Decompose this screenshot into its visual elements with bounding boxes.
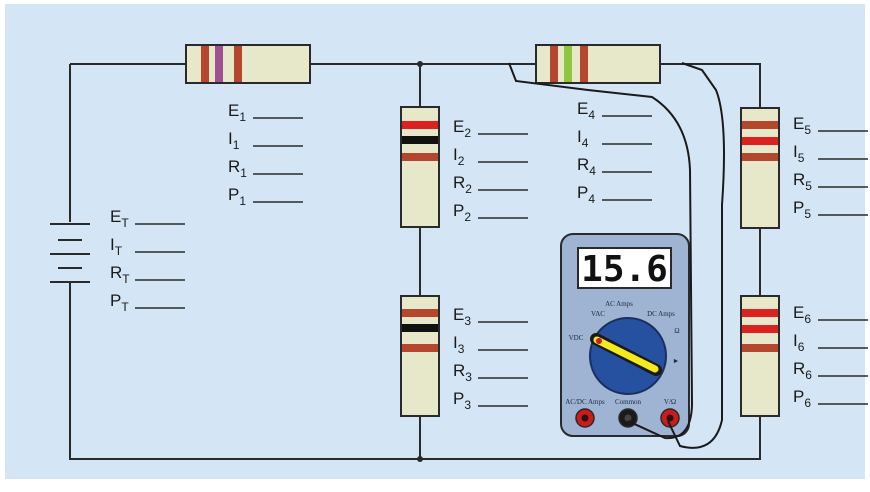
multimeter-display-frame bbox=[577, 247, 672, 289]
dial-label-vdc: VDC bbox=[569, 334, 584, 342]
quantity-label-i-1: I1 bbox=[228, 129, 240, 152]
resistor-4-band-1 bbox=[550, 46, 558, 82]
dial-label-ohm: Ω bbox=[674, 327, 679, 335]
junction-bottom bbox=[417, 456, 423, 462]
selector-dial[interactable] bbox=[589, 317, 667, 395]
right-bottom-wire bbox=[69, 228, 761, 460]
resistor-6-band-2 bbox=[742, 325, 778, 333]
dial-pointer bbox=[593, 336, 659, 373]
quantity-label-e-3: E3 bbox=[453, 305, 471, 328]
quantity-label-p-6: P6 bbox=[793, 387, 811, 410]
quantity-label-r-t: RT bbox=[110, 263, 130, 286]
black-test-lead bbox=[508, 62, 694, 440]
dial-label-ac-amps: AC Amps bbox=[605, 300, 633, 308]
quantity-label-p-3: P3 bbox=[453, 389, 471, 412]
resistor-6-band-1 bbox=[742, 309, 778, 317]
resistor-4-band-3 bbox=[580, 46, 588, 82]
resistor-2-band-1 bbox=[402, 121, 438, 129]
quantity-label-e-2: E2 bbox=[453, 117, 471, 140]
quantity-label-e-5: E5 bbox=[793, 114, 811, 137]
resistor-6[interactable] bbox=[740, 295, 780, 417]
resistor-5-band-1 bbox=[742, 121, 778, 129]
dial-label-diode: ► bbox=[673, 357, 680, 365]
dial-label-dc-amps: DC Amps bbox=[647, 310, 675, 318]
quantity-label-i-3: I3 bbox=[453, 333, 465, 356]
circuit-wires bbox=[69, 63, 761, 460]
resistor-2-band-2 bbox=[402, 136, 438, 144]
resistor-2-band-3 bbox=[402, 153, 438, 161]
dial-pointer-tip bbox=[596, 338, 602, 344]
multimeter-display: 15.6 bbox=[581, 249, 668, 290]
quantity-label-e-t: ET bbox=[110, 207, 129, 230]
quantity-label-r-3: R3 bbox=[453, 361, 472, 384]
jack-label-volt-ohm: V/Ω bbox=[664, 398, 676, 406]
quantity-label-r-4: R4 bbox=[577, 155, 596, 178]
junction-top bbox=[417, 61, 423, 67]
quantity-label-p-1: P1 bbox=[228, 185, 246, 208]
resistor-3-band-2 bbox=[402, 324, 438, 332]
quantity-label-i-t: IT bbox=[110, 235, 123, 258]
resistor-5-band-2 bbox=[742, 137, 778, 145]
quantity-label-r-5: R5 bbox=[793, 170, 812, 193]
jack-amps[interactable] bbox=[575, 408, 595, 428]
resistor-1-band-1 bbox=[201, 46, 209, 82]
quantity-label-r-2: R2 bbox=[453, 173, 472, 196]
resistor-1[interactable] bbox=[185, 44, 311, 84]
resistor-3-band-1 bbox=[402, 309, 438, 317]
quantity-label-e-4: E4 bbox=[577, 99, 595, 122]
resistor-4-band-2 bbox=[564, 46, 572, 82]
quantity-label-i-4: I4 bbox=[577, 127, 589, 150]
jack-label-amps: AC/DC Amps bbox=[565, 398, 605, 406]
quantity-label-p-5: P5 bbox=[793, 198, 811, 221]
test-leads bbox=[508, 62, 725, 449]
quantity-label-e-1: E1 bbox=[228, 101, 246, 124]
resistor-3[interactable] bbox=[400, 295, 440, 417]
quantity-label-p-2: P2 bbox=[453, 201, 471, 224]
resistor-5[interactable] bbox=[740, 107, 780, 229]
resistor-5-band-3 bbox=[742, 153, 778, 161]
multimeter[interactable]: 15.6 AC Amps VAC DC Amps Ω VDC ► AC/DC A… bbox=[560, 233, 690, 437]
red-test-lead bbox=[667, 62, 725, 449]
resistor-1-band-2 bbox=[215, 46, 223, 82]
quantity-label-r-1: R1 bbox=[228, 157, 247, 180]
quantity-label-p-t: PT bbox=[110, 291, 129, 314]
quantity-label-i-5: I5 bbox=[793, 142, 805, 165]
resistor-6-band-3 bbox=[742, 344, 778, 352]
battery-symbol bbox=[50, 223, 90, 283]
resistor-3-band-3 bbox=[402, 344, 438, 352]
dial-label-vac: VAC bbox=[591, 310, 605, 318]
quantity-label-p-4: P4 bbox=[577, 183, 595, 206]
quantity-label-r-6: R6 bbox=[793, 359, 812, 382]
resistor-1-band-3 bbox=[234, 46, 242, 82]
quantity-label-i-2: I2 bbox=[453, 145, 465, 168]
resistor-4[interactable] bbox=[535, 44, 661, 84]
jack-label-common: Common bbox=[615, 398, 642, 406]
quantity-label-e-6: E6 bbox=[793, 303, 811, 326]
quantity-label-i-6: I6 bbox=[793, 331, 805, 354]
resistor-2[interactable] bbox=[400, 106, 440, 228]
